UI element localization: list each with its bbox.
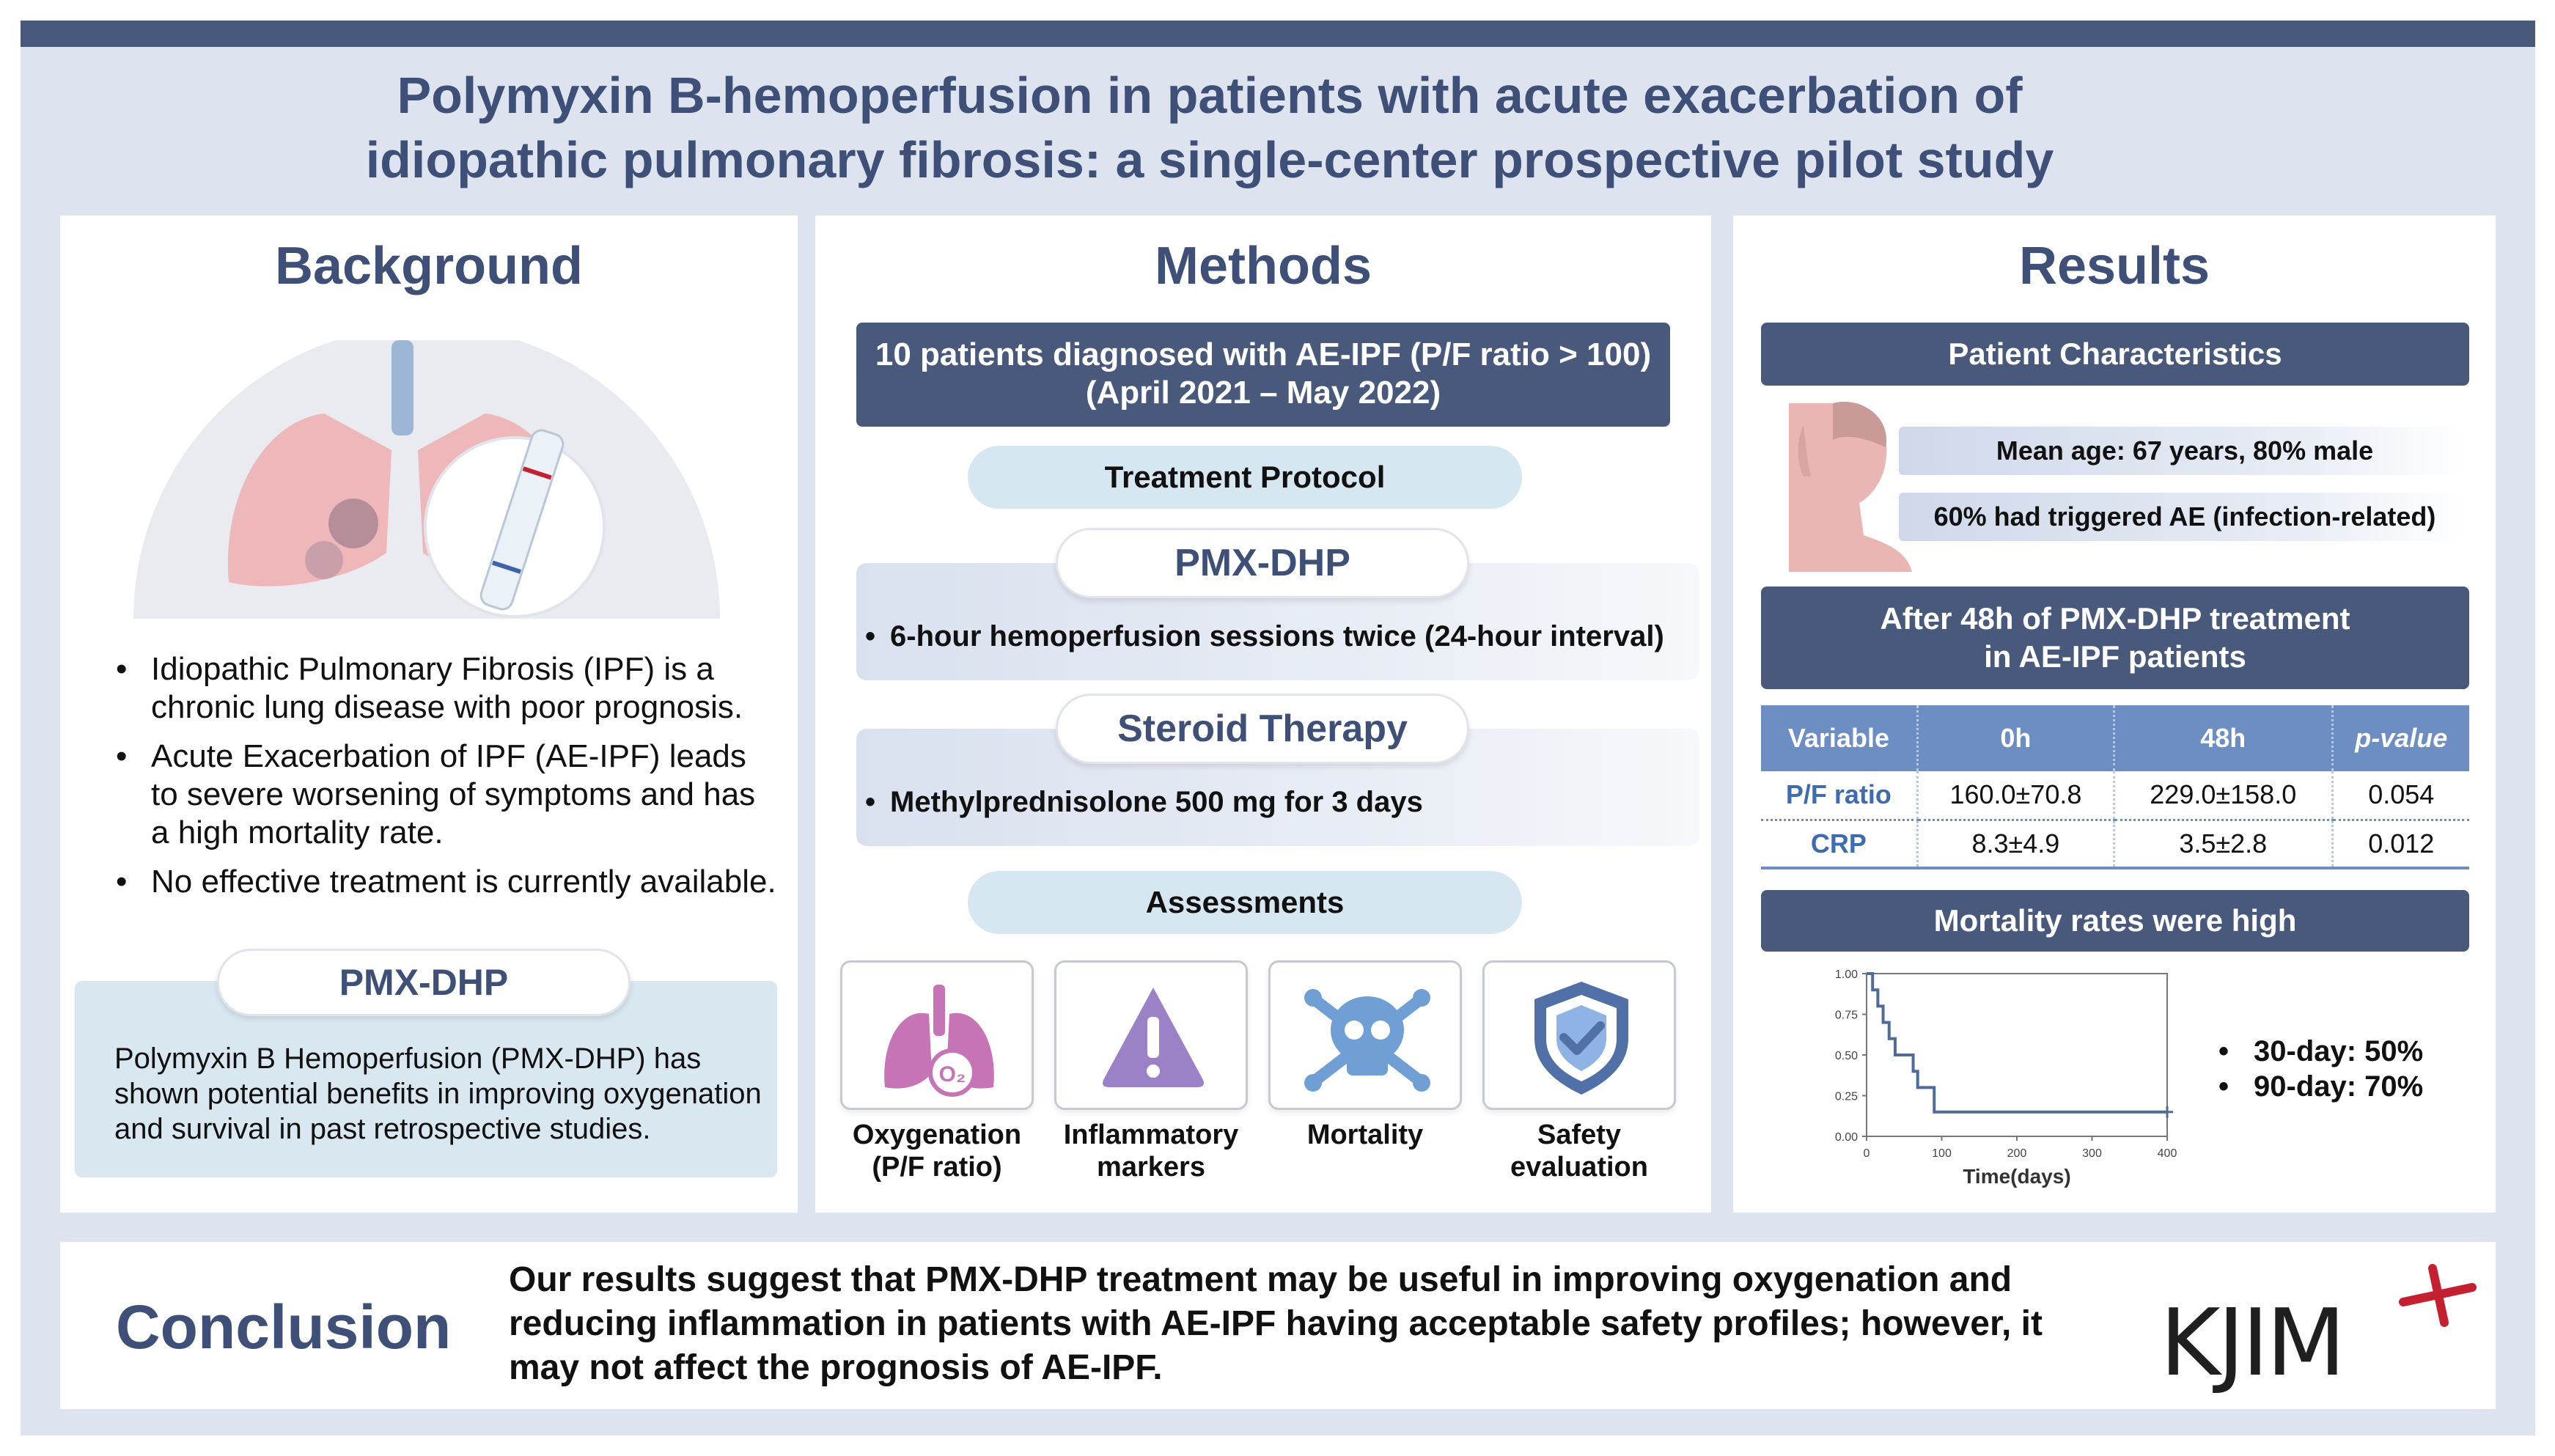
x-tick-label: 400 (2158, 1147, 2177, 1160)
safety-card (1482, 960, 1676, 1110)
x-tick-label: 300 (2082, 1147, 2102, 1160)
survival-chart: 0.00 0.25 0.50 0.75 1.00 0 100 200 300 400Time(da… (1835, 968, 2177, 1188)
y-tick-label: 0.25 (1835, 1091, 1858, 1103)
conclusion-text: Our results suggest that PMX-DHP treatme… (509, 1260, 2043, 1387)
bullet-dot: • (865, 620, 876, 652)
cell: P/F ratio (1761, 771, 1918, 821)
warning-icon (1103, 988, 1204, 1087)
table-row: CRP 8.3±4.9 3.5±2.8 0.012 (1761, 820, 2469, 869)
col-variable: Variable (1761, 705, 1918, 771)
title-line-1: Polymyxin B-hemoperfusion in patients wi… (397, 67, 2023, 124)
cell: 3.5±2.8 (2113, 820, 2332, 869)
background-panel: Background • Idiopathic Pulmonary Fibros… (60, 216, 798, 1213)
patient-profile-icon (1789, 402, 1912, 572)
mortality-label-box: Mortality rates were high (1761, 890, 2469, 952)
svg-text:O₂: O₂ (939, 1062, 966, 1087)
methods-panel: Methods 10 patients diagnosed with AE-IP… (815, 216, 1711, 1213)
x-tick-label: 100 (1932, 1147, 1952, 1160)
col-p-value: p-value (2331, 705, 2469, 771)
cell: 0.012 (2331, 820, 2469, 869)
after-48h-label: After 48h of PMX-DHP treatment in AE-IPF… (1761, 587, 2469, 689)
patient-characteristics-label: Patient Characteristics (1761, 323, 2469, 386)
page-title: Polymyxin B-hemoperfusion in patients wi… (0, 63, 2419, 192)
lungs-filter-illustration (133, 340, 720, 619)
mortality-30-day: •30-day: 50% (2218, 1035, 2424, 1067)
safety-label: Safety evaluation (1510, 1119, 1648, 1183)
kjim-logo-text: KJIM (2160, 1289, 2346, 1397)
patients-box: 10 patients diagnosed with AE-IPF (P/F r… (856, 323, 1670, 427)
results-table: Variable 0h 48h p-value P/F ratio 160.0±… (1761, 705, 2469, 869)
mortality-stats: •30-day: 50% •90-day: 70% (2218, 1034, 2423, 1104)
shield-check-icon (1534, 982, 1628, 1095)
x-tick-label: 0 (1864, 1147, 1870, 1160)
char-row-2-bg (1899, 493, 2463, 541)
skull-crossbones-icon (1304, 989, 1430, 1092)
bullet-dot: • (865, 786, 876, 818)
table-header-row: Variable 0h 48h p-value (1761, 705, 2469, 771)
mortality-card (1268, 960, 1462, 1110)
top-bar (21, 21, 2535, 47)
background-bullet-1: • Idiopathic Pulmonary Fibrosis (IPF) is… (116, 651, 743, 725)
x-tick-label: 200 (2007, 1147, 2027, 1160)
censor-mark (2161, 1106, 2173, 1118)
plot-frame (1866, 973, 2168, 1137)
cell: 229.0±158.0 (2113, 771, 2332, 821)
kjim-logo: KJIM (2160, 1261, 2482, 1408)
cell: 160.0±70.8 (1916, 771, 2114, 821)
pmx-method-label: PMX-DHP (1056, 528, 1469, 598)
background-heading: Background (274, 237, 584, 295)
col-48h: 48h (2113, 705, 2332, 771)
inflammatory-label: Inflammatory markers (1063, 1119, 1239, 1183)
y-tick-label: 1.00 (1835, 968, 1858, 981)
steroid-therapy-label: Steroid Therapy (1056, 694, 1469, 764)
bullet-dot: • (116, 651, 128, 687)
title-line-2: idiopathic pulmonary fibrosis: a single-… (365, 131, 2054, 188)
char-row-1-bg (1899, 427, 2463, 475)
kjim-logo-mark (2399, 1264, 2477, 1327)
char-item-1: Mean age: 67 years, 80% male (1996, 435, 2374, 466)
steroid-method-detail: • Methylprednisolone 500 mg for 3 days (865, 786, 1423, 818)
y-tick-label: 0.50 (1835, 1050, 1858, 1062)
oxygenation-label: Oxygenation (P/F ratio) (852, 1119, 1022, 1183)
table-row: P/F ratio 160.0±70.8 229.0±158.0 0.054 (1761, 771, 2469, 821)
col-0h: 0h (1916, 705, 2114, 771)
background-bullet-3: • No effective treatment is currently av… (116, 864, 776, 900)
x-axis-label: Time(days) (1963, 1165, 2070, 1188)
mortality-label: Mortality (1306, 1119, 1424, 1150)
y-tick-label: 0.75 (1835, 1010, 1858, 1022)
background-bullet-2: • Acute Exacerbation of IPF (AE-IPF) lea… (116, 738, 756, 850)
bullet-dot: • (2218, 1035, 2229, 1067)
pmx-info-text: Polymyxin B Hemoperfusion (PMX-DHP) has … (114, 1043, 762, 1145)
assessments-label: Assessments (968, 871, 1522, 934)
bullet-dot: • (2218, 1070, 2229, 1103)
mortality-90-day: •90-day: 70% (2218, 1070, 2424, 1103)
oxygenation-card: O₂ (840, 960, 1034, 1110)
bullet-dot: • (116, 738, 128, 774)
results-heading: Results (2018, 237, 2210, 295)
lungs-o2-icon: O₂ (884, 985, 994, 1097)
conclusion-label: Conclusion (116, 1293, 452, 1361)
y-tick-label: 0.00 (1835, 1131, 1858, 1144)
methods-heading: Methods (1155, 237, 1372, 295)
cell: 0.054 (2331, 771, 2469, 821)
survival-curve (1867, 972, 2167, 1114)
cell: 8.3±4.9 (1916, 820, 2114, 869)
bullet-dot: • (116, 864, 128, 900)
treatment-protocol-label: Treatment Protocol (968, 446, 1522, 509)
conclusion-panel (60, 1242, 2496, 1409)
inflammatory-card (1054, 960, 1248, 1110)
char-item-2: 60% had triggered AE (infection-related) (1933, 501, 2436, 532)
pmx-info-label: PMX-DHP (217, 949, 631, 1016)
pmx-method-detail: • 6-hour hemoperfusion sessions twice (2… (865, 620, 1664, 652)
cell: CRP (1761, 820, 1918, 869)
